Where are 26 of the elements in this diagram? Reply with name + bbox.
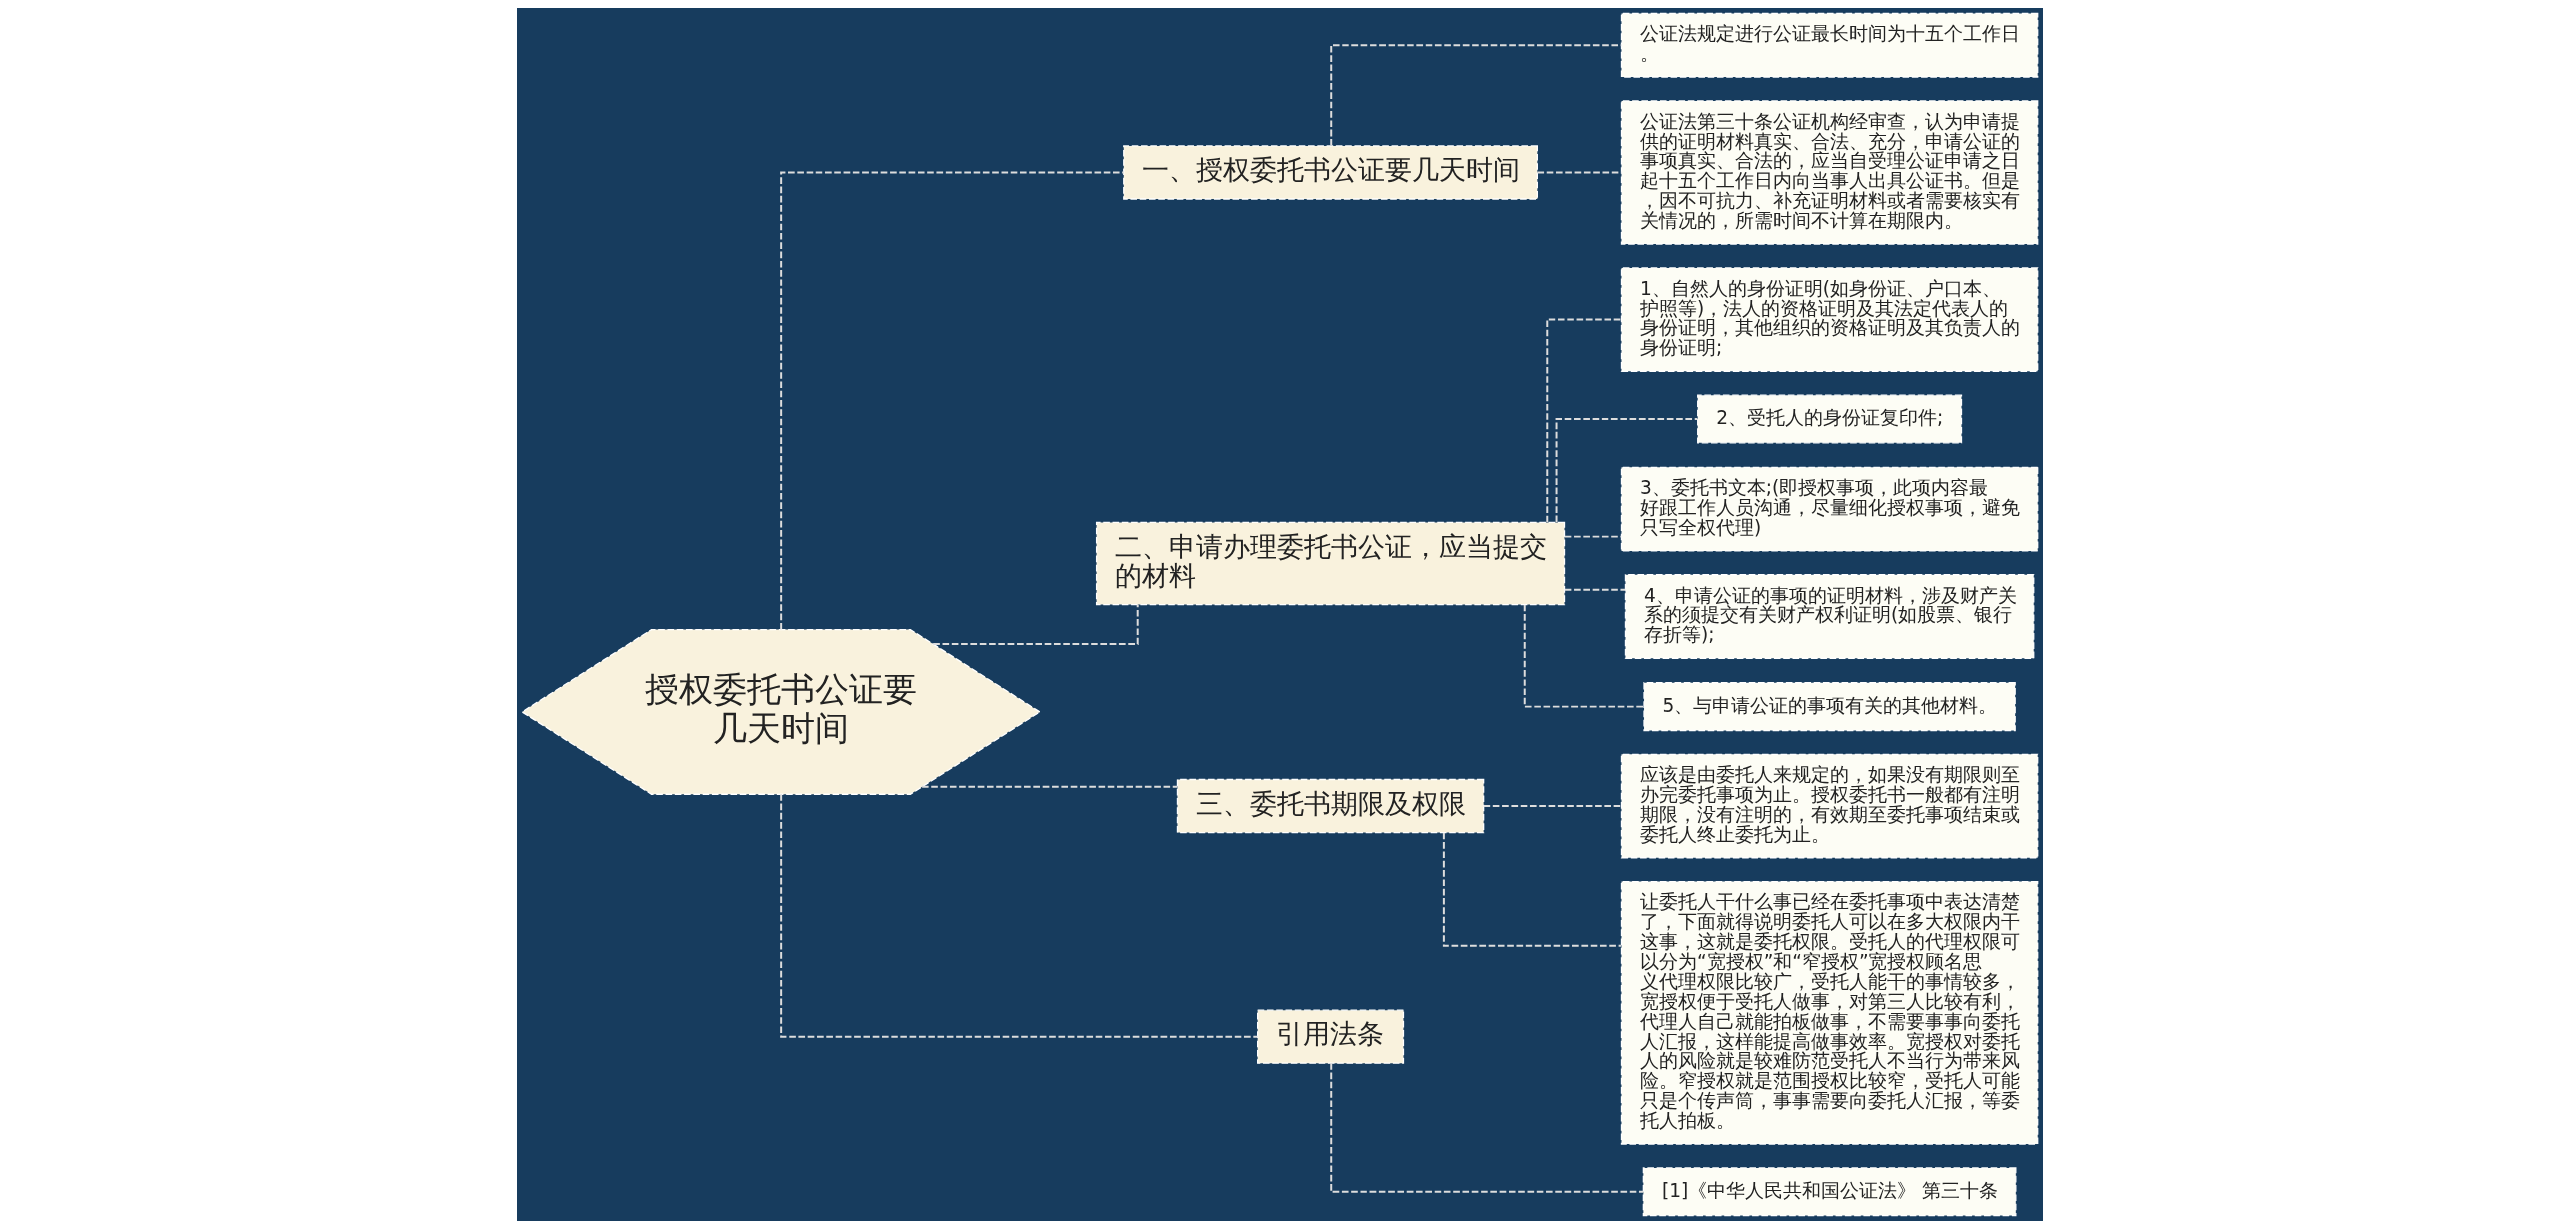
node-box: 5、与申请公证的事项有关的其他材料。 (1643, 682, 2016, 732)
node-box: 公证法第三十条公证机构经审查，认为申请提供的证明材料真实、合法、充分，申请公证的事项真实、合法的，应当自受理公证申请之日起十五个工作日内向当事人出具公证书。但是，因不可抗力、补充证明材料或者需要核实有关情况的，所需时间不计算在期限内。 (1620, 100, 2039, 245)
node-box: 三、委托书期限及权限 (1176, 778, 1485, 834)
node-box: 3、委托书文本;(即授权事项，此项内容最好跟工作人员沟通，尽量细化授权事项，避免只写全权代理) (1620, 466, 2039, 552)
node-box: 引用法条 (1257, 1009, 1405, 1064)
connector (1442, 832, 1622, 947)
node-box: 2、受托人的身份证复印件; (1697, 394, 1963, 444)
connector (1330, 1062, 1645, 1193)
node-box: 应该是由委托人来规定的，如果没有期限则至办完委托事项为止。授权委托书一般都有注明期限，没有注明的，有效期至委托事项结束或委托人终止委托为止。 (1620, 753, 2039, 859)
node-box: 1、自然人的身份证明(如身份证、户口本、护照等)，法人的资格证明及其法定代表人的身份证明，其他组织的资格证明及其负责人的身份证明; (1620, 267, 2039, 372)
node-box: 4、申请公证的事项的证明材料，涉及财产关系的须提交有关财产权利证明(如股票、银行存折等); (1624, 574, 2035, 659)
connector (921, 785, 1179, 788)
connector (1563, 588, 1627, 591)
connector (1563, 535, 1623, 538)
node-box: 公证法规定进行公证最长时间为十五个工作日。 (1620, 12, 2039, 78)
connector (780, 171, 1125, 631)
node-box: 二、申请办理委托书公证，应当提交的材料 (1095, 521, 1566, 606)
connector (1523, 603, 1645, 708)
connector (1546, 318, 1623, 524)
connector (1555, 418, 1699, 524)
connector (932, 603, 1139, 645)
connector (1482, 805, 1623, 808)
node-box: 一、授权委托书公证要几天时间 (1123, 145, 1538, 200)
node-box: 让委托人干什么事已经在委托事项中表达清楚了，下面就得说明委托人可以在多大权限内干这事，这就是委托权限。受托人的代理权限可以分为“宽授权”和“窄授权”宽授权顾名思义代理权限比较广，受托人能干的事情较多，宽授权便于受托人做事，对第三人比较有利，代理人自己就能拍板做事，不需要事事向委托人汇报，这样能提高做事效率。宽授权对委托人的风险就是较难防范受托人不当行为带来风险。窄授权就是范围授权比较窄，受托人可能只是个传声筒，事事需要向委托人汇报，等委托人拍板。 (1620, 880, 2039, 1145)
connector (780, 793, 1259, 1038)
node-box: [1]《中华人民共和国公证法》 第三十条 (1642, 1167, 2017, 1217)
